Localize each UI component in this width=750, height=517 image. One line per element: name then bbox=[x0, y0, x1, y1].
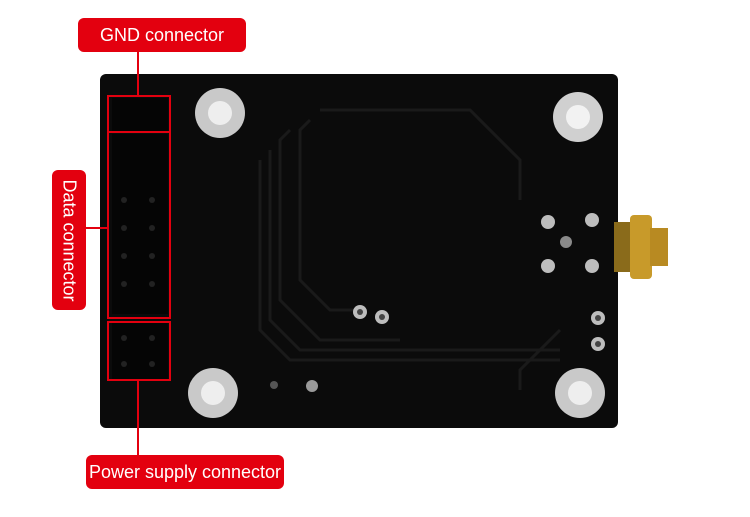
connector-outlines bbox=[86, 52, 171, 455]
data-connector-label: Data connector bbox=[52, 170, 86, 310]
vias bbox=[270, 305, 605, 392]
antenna-pads bbox=[541, 213, 599, 273]
mounting-hole-br bbox=[555, 368, 605, 418]
gnd-connector-label: GND connector bbox=[78, 18, 246, 52]
mounting-hole-tl bbox=[195, 88, 245, 138]
power-supply-connector-label: Power supply connector bbox=[86, 455, 284, 489]
header-pins bbox=[112, 98, 168, 380]
mounting-hole-bl bbox=[188, 368, 238, 418]
mounting-hole-tr bbox=[553, 92, 603, 142]
sma-antenna-connector bbox=[614, 215, 668, 279]
data-connector-label-text: Data connector bbox=[59, 178, 80, 302]
pcb-traces bbox=[258, 108, 562, 390]
pcb-board bbox=[100, 74, 618, 428]
